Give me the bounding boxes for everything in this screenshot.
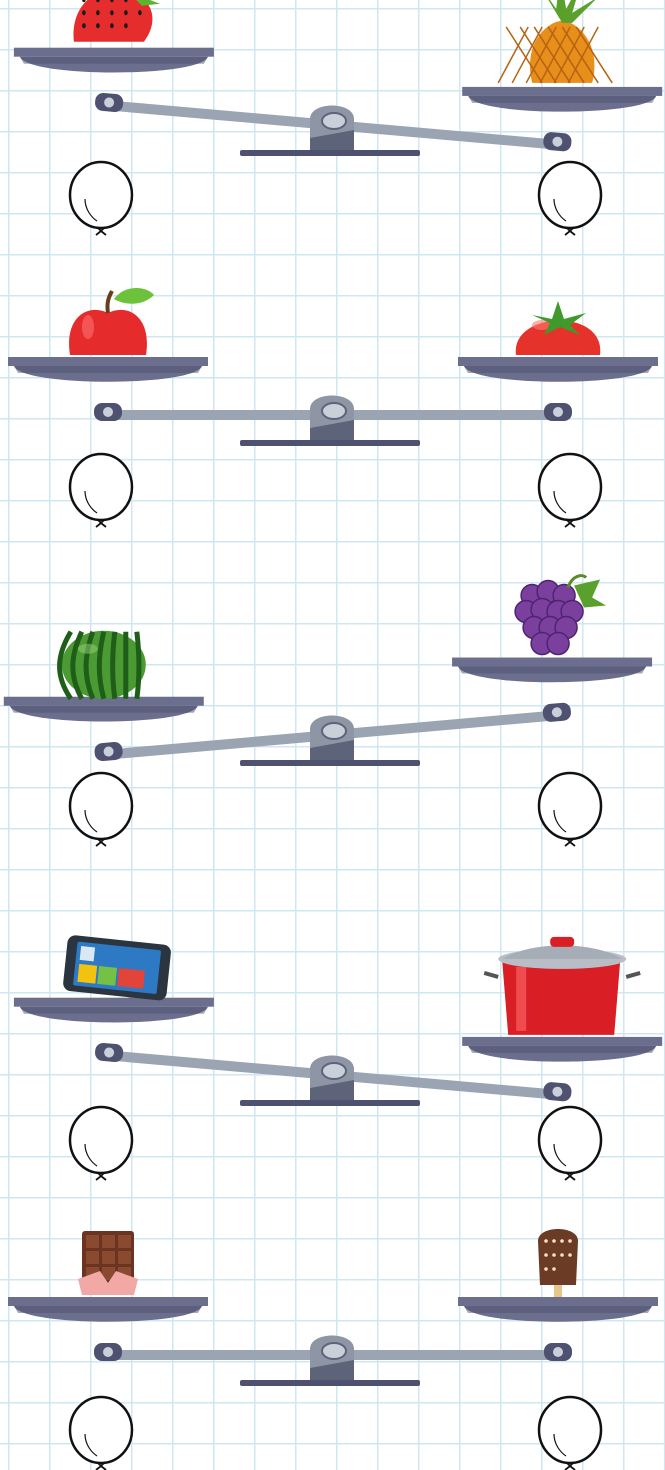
tomato-icon bbox=[516, 301, 601, 355]
scale-5 bbox=[8, 1229, 658, 1386]
right-pan bbox=[452, 576, 652, 683]
cooking-pot-icon bbox=[484, 937, 640, 1035]
left-answer-balloon[interactable] bbox=[70, 1107, 132, 1180]
left-pan bbox=[8, 288, 208, 382]
chocolate-bar-icon bbox=[78, 1231, 138, 1295]
scale-base bbox=[240, 440, 420, 446]
right-pan bbox=[462, 937, 662, 1062]
left-pan bbox=[14, 935, 214, 1023]
scale-1 bbox=[3, 0, 665, 160]
right-answer-balloon[interactable] bbox=[539, 162, 601, 235]
right-answer-balloon[interactable] bbox=[539, 1397, 601, 1470]
apple-icon bbox=[69, 288, 154, 355]
scale-3 bbox=[0, 558, 664, 769]
right-pan bbox=[462, 0, 662, 112]
scale-2 bbox=[8, 288, 658, 446]
scale-base bbox=[240, 1380, 420, 1386]
left-answer-balloon[interactable] bbox=[70, 162, 132, 235]
scale-base bbox=[240, 760, 420, 766]
left-answer-balloon[interactable] bbox=[70, 1397, 132, 1470]
grapes-icon bbox=[515, 576, 606, 655]
right-answer-balloon[interactable] bbox=[539, 454, 601, 527]
left-pan bbox=[14, 0, 214, 72]
left-pan bbox=[4, 631, 204, 722]
right-pan bbox=[458, 1229, 658, 1322]
left-answer-balloon[interactable] bbox=[70, 773, 132, 846]
ice-cream-bar-icon bbox=[538, 1229, 578, 1297]
watermelon-icon bbox=[60, 631, 146, 699]
smartphone-icon bbox=[62, 935, 171, 1002]
scale-base bbox=[240, 150, 420, 156]
right-answer-balloon[interactable] bbox=[539, 1107, 601, 1180]
left-pan bbox=[8, 1231, 208, 1322]
scale-base bbox=[240, 1100, 420, 1106]
scale-4 bbox=[4, 881, 665, 1110]
pineapple-icon bbox=[498, 0, 612, 83]
left-answer-balloon[interactable] bbox=[70, 454, 132, 527]
right-pan bbox=[458, 301, 658, 382]
right-answer-balloon[interactable] bbox=[539, 773, 601, 846]
strawberry-icon bbox=[73, 0, 159, 42]
